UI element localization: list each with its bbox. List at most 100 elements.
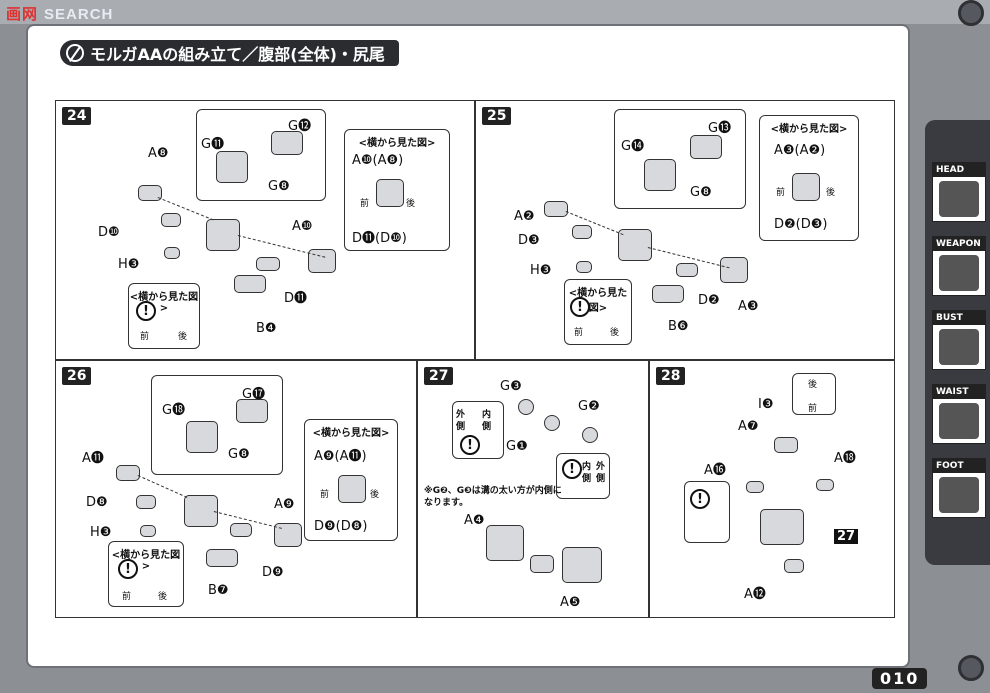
back-label: 後 <box>178 332 188 342</box>
side-label: D⓫(D❿) <box>352 231 407 246</box>
part <box>376 179 404 207</box>
note-text: ※G❷、G❸は溝の太い方が内側になります。 <box>424 486 562 508</box>
side-label: A❸(A❷) <box>774 143 826 158</box>
foot-icon <box>939 477 979 513</box>
part-label: D⓫ <box>284 291 308 306</box>
part-label: A❷ <box>514 209 535 224</box>
part-label: A❾ <box>274 497 295 512</box>
part-label: D❿ <box>98 225 120 240</box>
step-24-panel: 24 G⓫ G⓬ G❽ <横から見た図> A❿(A❽) D⓫(D❿) 前 後 A… <box>55 100 475 360</box>
outer-label: 外側 <box>596 462 606 484</box>
weapon-icon <box>939 255 979 291</box>
part <box>164 247 180 259</box>
part-label: G❷ <box>578 399 600 414</box>
part <box>720 257 748 283</box>
part <box>236 399 268 423</box>
part-label: G⓮ <box>621 139 645 154</box>
step-number: 25 <box>482 107 512 125</box>
step-25-panel: 25 G⓮ G⓭ G❽ <横から見た図> A❸(A❷) D❷(D❸) 前 後 A… <box>475 100 895 360</box>
part-label: G❽ <box>228 447 250 462</box>
part <box>140 525 156 537</box>
part-label: A⓰ <box>704 463 726 478</box>
part-label: G⓲ <box>162 403 186 418</box>
part <box>644 159 676 191</box>
part <box>271 131 303 155</box>
top-bar <box>0 0 990 24</box>
part <box>274 523 302 547</box>
part-label: G⓬ <box>288 119 312 134</box>
part-label: D❸ <box>518 233 540 248</box>
side-tab-foot[interactable]: FOOT <box>932 458 986 518</box>
side-tab-bust[interactable]: BUST <box>932 310 986 370</box>
back-label: 後 <box>370 490 380 500</box>
step-26-panel: 26 G⓲ G⓱ G❽ <横から見た図> A❾(A⓫) D❾(D❽) 前 後 A… <box>55 360 417 618</box>
part <box>544 201 568 217</box>
side-tab-weapon[interactable]: WEAPON <box>932 236 986 296</box>
part <box>256 257 280 271</box>
caution-icon: ! <box>136 301 156 321</box>
part <box>116 465 140 481</box>
part-label: H❸ <box>90 525 112 540</box>
back-label: 後 <box>808 380 818 390</box>
front-label: 前 <box>320 490 330 500</box>
part <box>572 225 592 239</box>
back-label: 後 <box>610 328 620 338</box>
bolt-icon <box>958 0 984 26</box>
part-label: D❾ <box>262 565 284 580</box>
side-tab-head[interactable]: HEAD <box>932 162 986 222</box>
part <box>518 399 534 415</box>
part-label: G❶ <box>506 439 528 454</box>
front-label: 前 <box>574 328 584 338</box>
part-label: H❸ <box>118 257 140 272</box>
bolt-icon <box>958 655 984 681</box>
step-27-panel: 27 外側 内側 ! ! 内側 外側 G❸ G❷ G❶ ※G❷、G❸は溝の太い方… <box>417 360 649 618</box>
detail-box <box>614 109 746 209</box>
part <box>230 523 252 537</box>
part-label: G❽ <box>690 185 712 200</box>
part-label: D❽ <box>86 495 108 510</box>
back-label: 後 <box>826 188 836 198</box>
part <box>816 479 834 491</box>
no-entry-icon <box>66 44 84 62</box>
inner-label: 内側 <box>582 462 592 484</box>
part <box>562 547 602 583</box>
caution-icon: ! <box>562 459 582 479</box>
bust-icon <box>939 329 979 365</box>
side-label: A❾(A⓫) <box>314 449 367 464</box>
part-label: A❿ <box>292 219 313 234</box>
part-label: A⓬ <box>744 587 766 602</box>
main-part <box>760 509 804 545</box>
step-number: 24 <box>62 107 92 125</box>
part-label: G⓱ <box>242 387 266 402</box>
step-number: 26 <box>62 367 92 385</box>
main-part <box>184 495 218 527</box>
part-label: 27 <box>834 529 859 544</box>
part-label: D❷ <box>698 293 720 308</box>
step-number: 28 <box>656 367 686 385</box>
part-label: I❸ <box>758 397 774 412</box>
part <box>652 285 684 303</box>
part-label: G❸ <box>500 379 522 394</box>
inner-label: 内側 <box>482 410 492 432</box>
waist-icon <box>939 403 979 439</box>
front-label: 前 <box>776 188 786 198</box>
part <box>792 173 820 201</box>
part <box>216 151 248 183</box>
part-label: G❽ <box>268 179 290 194</box>
part-label: G⓫ <box>201 137 225 152</box>
part <box>206 549 238 567</box>
step-28-panel: 28 後 前 I❸ A❼ A⓰ A⓲ A⓬ 27 ! <box>649 360 895 618</box>
outer-label: 外側 <box>456 410 466 432</box>
caution-icon: ! <box>118 559 138 579</box>
side-view-box: <横から見た図> <box>128 283 200 349</box>
front-label: 前 <box>140 332 150 342</box>
side-tab-waist[interactable]: WAIST <box>932 384 986 444</box>
part <box>234 275 266 293</box>
part <box>576 261 592 273</box>
front-label: 前 <box>122 592 132 602</box>
part <box>746 481 764 493</box>
main-part <box>206 219 240 251</box>
part <box>308 249 336 273</box>
part-label: A❽ <box>148 146 169 161</box>
